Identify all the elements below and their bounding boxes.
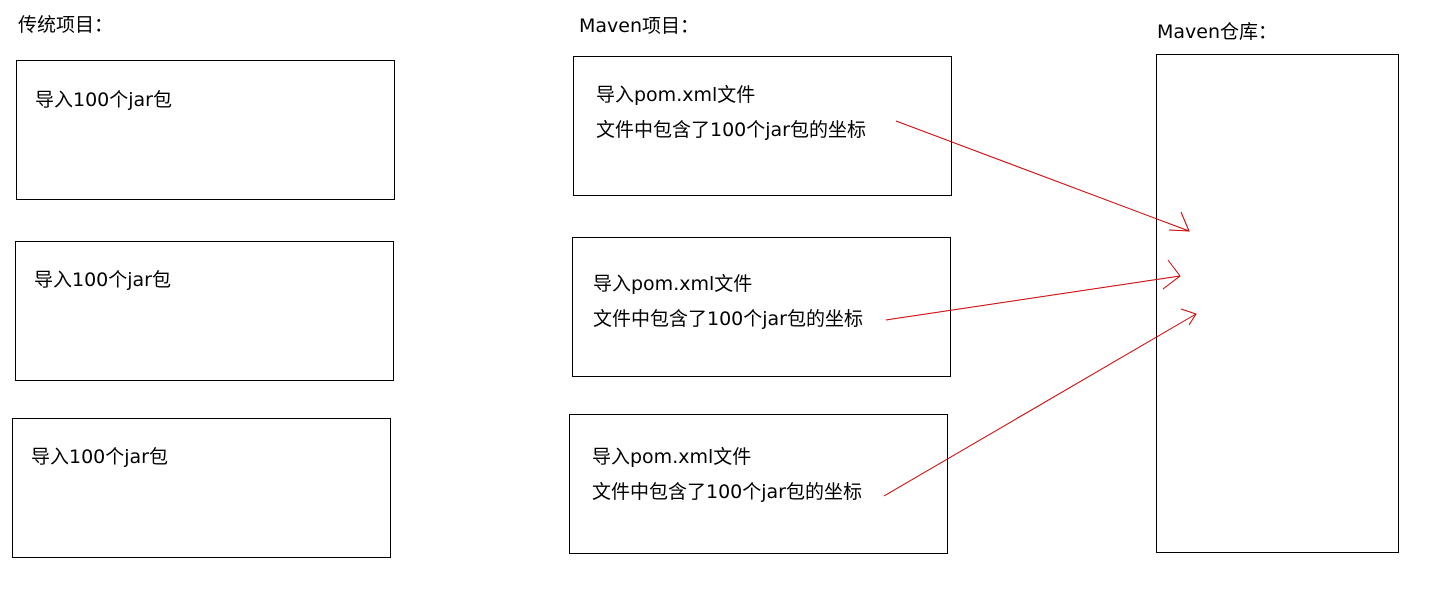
maven-repository-box: [1156, 54, 1399, 553]
maven-project-box-3: 导入pom.xml文件 文件中包含了100个jar包的坐标: [569, 414, 948, 554]
traditional-box-text: 导入100个jar包: [35, 89, 172, 111]
maven-box-line1: 导入pom.xml文件: [592, 446, 752, 468]
traditional-project-heading: 传统项目：: [18, 14, 114, 36]
traditional-box-text: 导入100个jar包: [34, 269, 171, 291]
maven-repository-heading: Maven仓库：: [1157, 21, 1278, 43]
maven-box-line1: 导入pom.xml文件: [593, 273, 753, 295]
maven-box-line2: 文件中包含了100个jar包的坐标: [593, 308, 863, 330]
maven-box-line2: 文件中包含了100个jar包的坐标: [596, 119, 866, 141]
maven-box-line2: 文件中包含了100个jar包的坐标: [592, 481, 862, 503]
traditional-project-box-3: 导入100个jar包: [12, 418, 391, 558]
maven-project-heading: Maven项目：: [579, 15, 700, 37]
traditional-project-box-1: 导入100个jar包: [16, 60, 395, 200]
maven-box-line1: 导入pom.xml文件: [596, 84, 756, 106]
traditional-project-box-2: 导入100个jar包: [15, 241, 394, 381]
maven-project-box-1: 导入pom.xml文件 文件中包含了100个jar包的坐标: [573, 56, 952, 196]
maven-project-box-2: 导入pom.xml文件 文件中包含了100个jar包的坐标: [572, 237, 951, 377]
traditional-box-text: 导入100个jar包: [31, 446, 168, 468]
